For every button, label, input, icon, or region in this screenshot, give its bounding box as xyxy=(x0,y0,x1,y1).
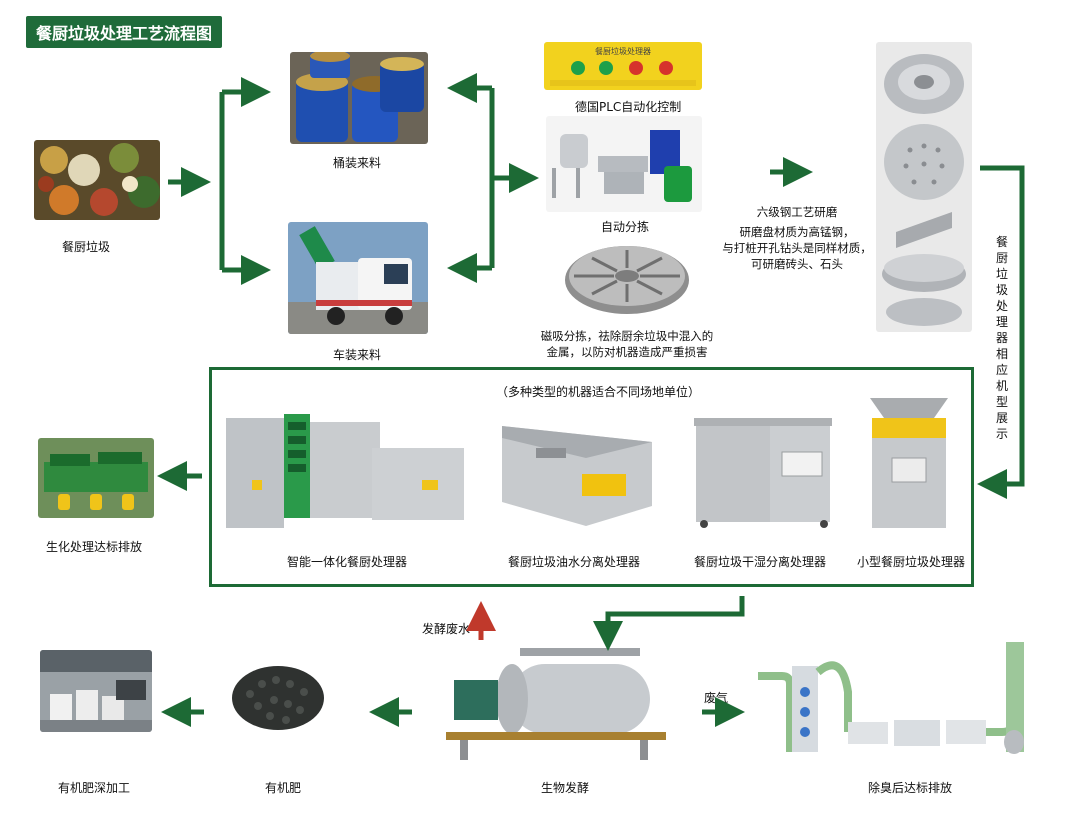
machine-integrated-image xyxy=(222,404,468,530)
deodorize-system-image xyxy=(752,632,1044,770)
fertilizer-deep-label: 有机肥深加工 xyxy=(58,781,131,795)
plc-panel-image: 餐厨垃圾处理器 xyxy=(544,42,702,90)
biochem-image xyxy=(38,438,154,518)
barrel-feed-label: 桶装来料 xyxy=(333,156,382,170)
machine-oil-water-image xyxy=(496,418,658,530)
ferment-label: 生物发酵 xyxy=(541,781,590,795)
machine-dry-wet-label: 餐厨垃圾干湿分离处理器 xyxy=(694,555,827,569)
ferment-water-label: 发酵废水 xyxy=(422,622,471,636)
auto-sort-label: 自动分拣 xyxy=(601,220,650,234)
deodorize-label: 除臭后达标排放 xyxy=(868,781,953,795)
grinding-line-2: 与打桩开孔钻头是同样材质， xyxy=(722,241,872,255)
fertilizer-label: 有机肥 xyxy=(265,781,302,795)
grinding-title: 六级钢工艺研磨 xyxy=(756,205,838,219)
biochem-label: 生化处理达标排放 xyxy=(46,540,143,554)
kitchen-waste-image xyxy=(34,140,160,220)
machines-header: （多种类型的机器适合不同场地单位） xyxy=(496,385,701,399)
machine-small-label: 小型餐厨垃圾处理器 xyxy=(857,555,966,569)
plc-panel-text: 餐厨垃圾处理器 xyxy=(595,46,651,56)
ferment-tank-image xyxy=(440,640,676,764)
truck-feed-image xyxy=(288,222,428,334)
fertilizer-image xyxy=(230,654,326,734)
magnetic-sort-label: 磁吸分拣，祛除厨余垃圾中混入的 金属，以防对机器造成严重损害 xyxy=(534,328,720,360)
truck-feed-label: 车装来料 xyxy=(333,348,382,362)
grinder-parts-image xyxy=(876,42,972,332)
kitchen-waste-label: 餐厨垃圾 xyxy=(62,240,111,254)
grinding-description: 六级钢工艺研磨 研磨盘材质为高锰钢， 与打桩开孔钻头是同样材质， 可研磨砖头、石… xyxy=(712,204,882,272)
magnetic-sort-line-2: 金属，以防对机器造成严重损害 xyxy=(546,345,708,359)
machine-oil-water-label: 餐厨垃圾油水分离处理器 xyxy=(508,555,641,569)
grinding-line-3: 可研磨砖头、石头 xyxy=(751,257,843,271)
fertilizer-plant-image xyxy=(40,650,152,732)
magnetic-sort-line-1: 磁吸分拣，祛除厨余垃圾中混入的 xyxy=(540,329,714,343)
barrel-feed-image xyxy=(290,52,428,144)
machine-integrated-label: 智能一体化餐厨处理器 xyxy=(287,555,408,569)
waste-gas-label: 废气 xyxy=(704,691,729,705)
plc-label: 德国PLC自动化控制 xyxy=(575,100,682,114)
machine-models-box xyxy=(209,367,974,587)
vertical-machine-label: 餐厨垃圾处理器相应机型展示 xyxy=(995,235,1008,441)
grinding-line-1: 研磨盘材质为高锰钢， xyxy=(739,225,855,239)
page-title: 餐厨垃圾处理工艺流程图 xyxy=(26,16,223,48)
magnetic-disc-image xyxy=(562,236,692,320)
machine-small-image xyxy=(864,392,954,532)
auto-sort-image xyxy=(546,116,702,212)
machine-dry-wet-image xyxy=(690,412,836,530)
